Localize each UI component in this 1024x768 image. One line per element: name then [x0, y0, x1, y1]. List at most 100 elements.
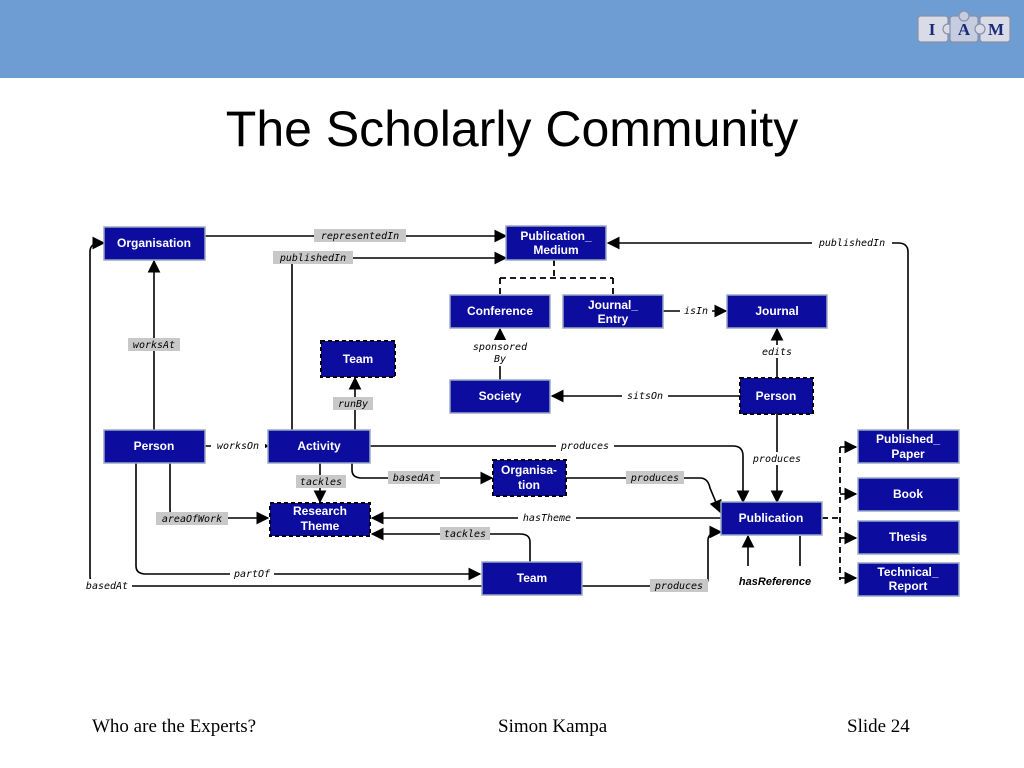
svg-text:produces: produces — [654, 581, 703, 592]
label-published-in-right: publishedIn — [812, 236, 892, 249]
svg-text:Publication: Publication — [739, 511, 804, 525]
node-organisation-mid: Organisa- tion — [492, 459, 567, 497]
footer-slide-number: Slide 24 — [847, 716, 910, 737]
label-works-at: worksAt — [128, 338, 180, 351]
edge-based-at-activity — [351, 462, 494, 485]
node-team-top: Team — [320, 340, 396, 378]
svg-text:publishedIn: publishedIn — [818, 238, 885, 249]
edge-produces-activity — [370, 445, 750, 504]
svg-text:sponsored: sponsored — [473, 342, 528, 353]
svg-text:basedAt: basedAt — [393, 473, 435, 484]
nodes: Organisation Publication_ Medium Confere… — [103, 225, 960, 597]
label-has-theme: hasTheme — [518, 511, 576, 524]
node-technical-report: Technical_ Report — [857, 562, 960, 597]
svg-text:Thesis: Thesis — [889, 530, 927, 544]
node-publication: Publication — [720, 501, 823, 536]
label-has-reference: hasReference — [739, 576, 811, 588]
edge-published-in-right — [606, 236, 909, 430]
svg-text:worksAt: worksAt — [133, 340, 175, 351]
svg-text:Person: Person — [134, 439, 175, 453]
svg-text:areaOfWork: areaOfWork — [162, 514, 222, 525]
label-edits: edits — [758, 345, 796, 358]
svg-text:edits: edits — [762, 347, 792, 358]
svg-text:Book: Book — [893, 487, 923, 501]
svg-text:Publication_: Publication_ — [520, 229, 592, 243]
svg-text:Organisa-: Organisa- — [501, 463, 557, 477]
svg-text:basedAt: basedAt — [86, 581, 128, 592]
svg-text:representedIn: representedIn — [321, 231, 399, 242]
label-produces-team: produces — [650, 579, 708, 592]
svg-text:Team: Team — [517, 571, 547, 585]
node-book: Book — [857, 477, 960, 512]
edge-produces-team — [582, 525, 723, 587]
node-activity: Activity — [267, 429, 371, 464]
svg-text:tackles: tackles — [300, 477, 342, 488]
logo-letter-a: A — [958, 20, 971, 39]
svg-text:tion: tion — [518, 478, 540, 492]
label-sits-on: sitsOn — [622, 389, 668, 402]
label-based-at-left: basedAt — [82, 579, 132, 592]
label-tackles-team: tackles — [440, 527, 490, 540]
node-research-theme: Research Theme — [269, 502, 371, 537]
logo-letter-i: I — [929, 20, 936, 39]
node-organisation: Organisation — [103, 226, 206, 261]
svg-text:produces: produces — [630, 473, 679, 484]
svg-text:Team: Team — [343, 352, 373, 366]
svg-text:Organisation: Organisation — [117, 236, 191, 250]
svg-text:By: By — [494, 354, 506, 365]
svg-text:isIn: isIn — [684, 306, 708, 317]
label-area-of-work: areaOfWork — [156, 512, 228, 525]
svg-text:partOf: partOf — [233, 569, 271, 580]
edge-subclass-publication — [822, 447, 841, 580]
label-run-by: runBy — [333, 397, 373, 410]
svg-text:Activity: Activity — [297, 439, 341, 453]
label-produces-right: produces — [748, 452, 806, 465]
svg-text:tackles: tackles — [444, 529, 486, 540]
svg-text:Research: Research — [293, 504, 347, 518]
label-published-in-left: publishedIn — [273, 251, 353, 264]
svg-text:Conference: Conference — [467, 304, 533, 318]
slide-title: The Scholarly Community — [225, 101, 799, 157]
svg-text:publishedIn: publishedIn — [279, 253, 346, 264]
svg-text:Report: Report — [889, 579, 928, 593]
node-person-right: Person — [739, 377, 814, 415]
svg-text:sitsOn: sitsOn — [627, 391, 663, 402]
svg-text:produces: produces — [752, 454, 801, 465]
node-society: Society — [449, 379, 551, 414]
label-part-of: partOf — [230, 567, 274, 580]
label-tackles-activity: tackles — [296, 475, 346, 488]
svg-text:worksOn: worksOn — [217, 441, 259, 452]
label-works-on: worksOn — [211, 439, 265, 452]
svg-text:Medium: Medium — [533, 243, 578, 257]
node-journal-entry: Journal_ Entry — [562, 294, 664, 329]
svg-text:hasReference: hasReference — [739, 576, 811, 588]
footer-left: Who are the Experts? — [92, 716, 257, 737]
edge-has-reference — [748, 536, 801, 566]
node-published-paper: Published_ Paper — [857, 429, 960, 464]
edge-subclass-pubmedium — [499, 260, 614, 295]
iam-logo: I A M — [917, 10, 1011, 43]
svg-text:runBy: runBy — [338, 399, 368, 410]
svg-text:Journal_: Journal_ — [588, 298, 638, 312]
footer-center: Simon Kampa — [498, 716, 608, 737]
logo-letter-m: M — [988, 20, 1004, 39]
svg-text:produces: produces — [560, 441, 609, 452]
svg-text:Technical_: Technical_ — [877, 565, 938, 579]
label-is-in: isIn — [680, 304, 712, 317]
svg-text:hasTheme: hasTheme — [523, 513, 571, 524]
node-publication-medium: Publication_ Medium — [505, 225, 607, 261]
edge-area-of-work — [169, 462, 270, 525]
svg-text:Person: Person — [756, 389, 797, 403]
svg-text:Journal: Journal — [755, 304, 798, 318]
label-based-at-activity: basedAt — [388, 471, 440, 484]
node-journal: Journal — [726, 294, 828, 329]
svg-text:Society: Society — [479, 389, 522, 403]
puzzle-piece-m — [974, 15, 1011, 43]
node-person-left: Person — [103, 429, 206, 464]
svg-text:Paper: Paper — [891, 447, 925, 461]
edge-labels: representedIn publishedIn publishedIn is… — [82, 229, 892, 592]
label-produces-activity: produces — [556, 439, 614, 452]
label-produces-org: produces — [626, 471, 684, 484]
edge-produces-org — [566, 477, 722, 514]
